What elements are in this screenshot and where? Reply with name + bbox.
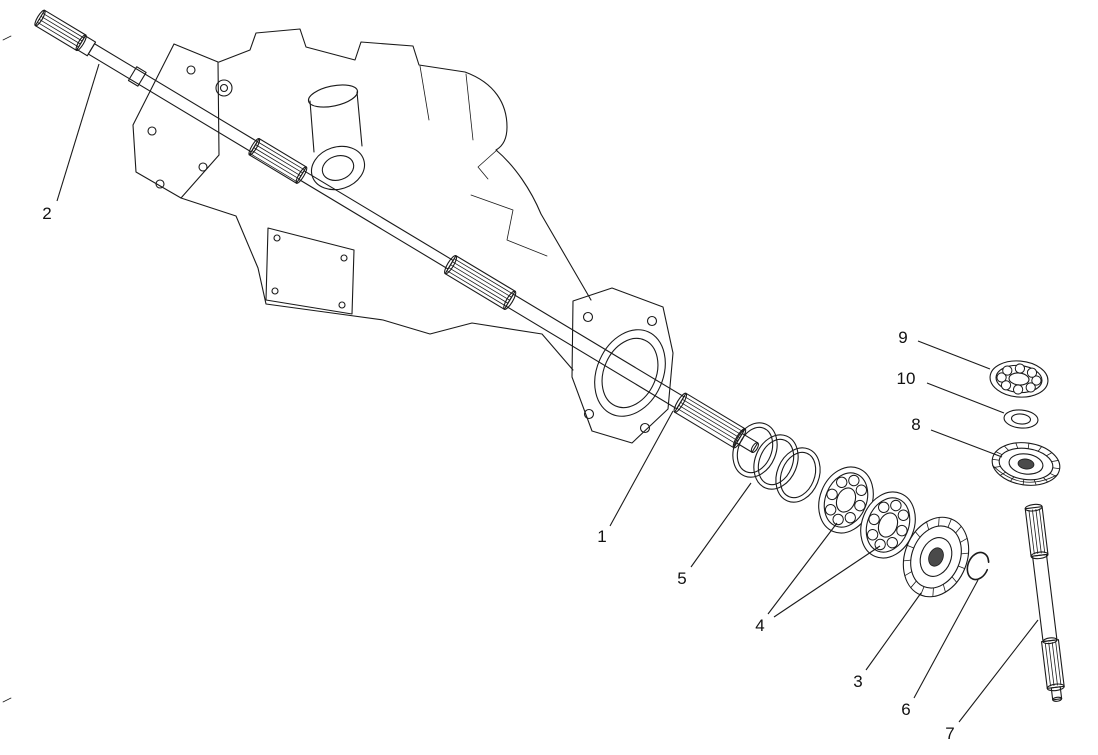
callout-label-8: 8 (911, 415, 920, 434)
ball-bearing-left (818, 466, 874, 534)
leader-line-1 (609, 410, 674, 527)
snap-ring (966, 551, 990, 581)
housing-body (180, 28, 592, 371)
leader-line-8 (930, 429, 1003, 458)
leader-line-5 (690, 482, 752, 568)
ball-bearing-upper (989, 360, 1049, 398)
callout-label-7: 7 (945, 724, 954, 743)
callout-label-5: 5 (677, 569, 686, 588)
callout-label-3: 3 (853, 672, 862, 691)
callout-label-6: 6 (901, 700, 910, 719)
leader-line-7 (958, 619, 1039, 723)
callout-label-10: 10 (897, 369, 916, 388)
bevel-gear-large (902, 516, 970, 598)
leader-line-10 (926, 382, 1005, 414)
leader-line-6 (913, 579, 979, 699)
leader-line-9 (917, 340, 991, 370)
leader-line-4 (767, 522, 838, 615)
retaining-rings (732, 422, 821, 503)
transaxle-housing (132, 28, 674, 444)
leader-line-3 (865, 592, 922, 671)
bevel-gear-upper (991, 442, 1061, 486)
left-mounting-flange (132, 43, 220, 199)
axle-shaft (34, 9, 759, 453)
leader-line-4 (773, 545, 881, 618)
callout-label-9: 9 (898, 328, 907, 347)
ball-bearing-right (860, 491, 916, 559)
leader-line-2 (56, 63, 100, 202)
callout-layer: 1 2 3 4 5 6 7 8 9 10 (42, 63, 1039, 743)
pinion-shaft (1024, 503, 1065, 702)
right-mounting-flange (571, 287, 674, 444)
callout-label-2: 2 (42, 204, 51, 223)
page-marks (2, 35, 12, 703)
callout-label-4: 4 (755, 616, 764, 635)
thrust-washer (1003, 409, 1039, 429)
callout-label-1: 1 (597, 527, 606, 546)
